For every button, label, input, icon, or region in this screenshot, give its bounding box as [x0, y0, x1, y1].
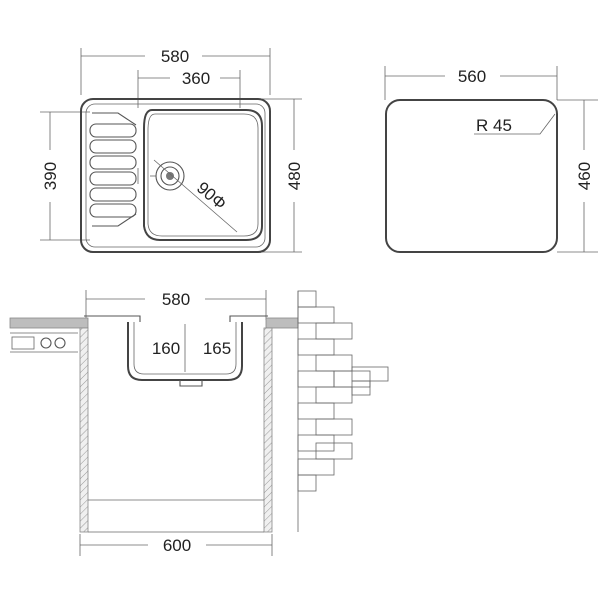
drain-outlet-icon	[179, 380, 203, 387]
top-view: 580 360 390 480	[40, 47, 304, 253]
dimension-bowl-depth: 390	[40, 111, 90, 241]
dimension-plan-depth: 460	[557, 99, 598, 253]
label-560: 560	[458, 67, 486, 86]
label-r45: R 45	[476, 116, 512, 135]
dimension-cabinet-width: 600	[79, 534, 273, 556]
label-480: 480	[285, 162, 304, 190]
dimension-overall-depth: 480	[262, 98, 304, 253]
label-600: 600	[163, 536, 191, 555]
cabinet-left-panel	[79, 327, 89, 533]
label-390: 390	[41, 162, 60, 190]
countertop-right	[265, 317, 299, 329]
section-view: 580 160 165	[9, 290, 389, 556]
label-drain-diameter: 90Φ	[193, 178, 230, 213]
drain-icon	[137, 161, 185, 191]
brick-wall	[297, 290, 389, 532]
label-460: 460	[575, 162, 594, 190]
corner-radius-callout: R 45	[474, 113, 556, 135]
bowl-plan-view: 560 460 R 45	[384, 66, 598, 253]
adjacent-cabinet	[10, 332, 78, 353]
label-360: 360	[182, 69, 210, 88]
dimension-section-top-width: 580	[85, 290, 267, 320]
bowl-section	[127, 322, 243, 381]
dimension-plan-width: 560	[384, 66, 558, 100]
label-165: 165	[203, 339, 231, 358]
drainboard	[89, 112, 137, 227]
label-580-section: 580	[162, 290, 190, 309]
bowl-top-view	[143, 109, 263, 241]
sink-outline	[80, 98, 271, 253]
dimension-overall-width: 580	[80, 47, 271, 95]
cabinet-right-panel	[263, 327, 273, 533]
label-580-top: 580	[161, 47, 189, 66]
dimension-bowl-width: 360	[137, 69, 241, 108]
countertop-left	[9, 317, 89, 329]
bowl-plan-outline	[385, 99, 558, 253]
label-160: 160	[152, 339, 180, 358]
